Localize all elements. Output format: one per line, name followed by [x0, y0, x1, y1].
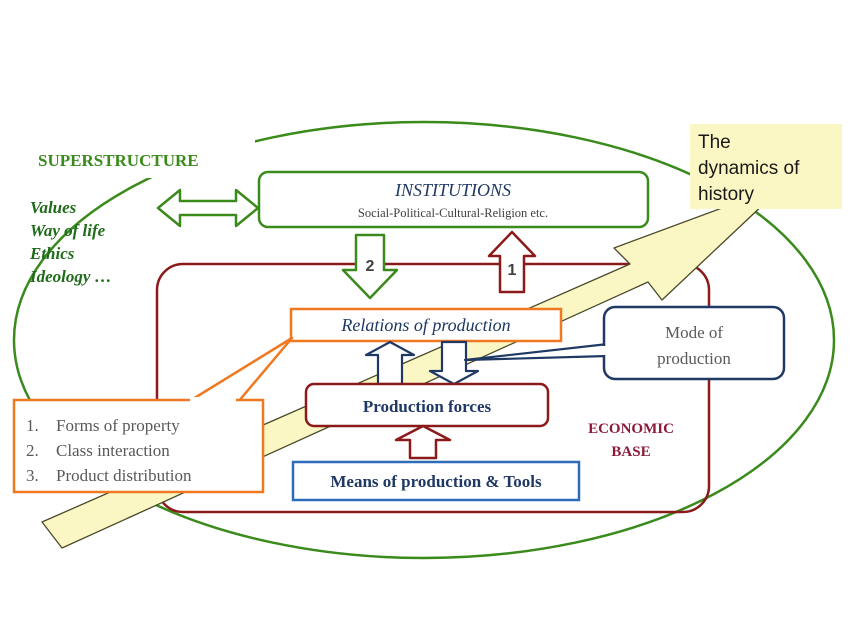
forces-box: [304, 382, 550, 428]
relations-callout-pointer: [186, 336, 294, 404]
dynamics-line: dynamics of: [698, 158, 800, 179]
means-box: [291, 460, 581, 502]
ellipse-gap: [40, 140, 255, 178]
mode-callout-cover: [602, 346, 608, 355]
relations-callout-cover: [190, 397, 236, 403]
forces-label: Production forces: [363, 397, 492, 416]
double-arrow-icon: [156, 188, 260, 228]
relations-box: [289, 307, 563, 343]
mode-box: [602, 305, 786, 381]
arrow-down-icon: [341, 233, 399, 300]
value-item: Values: [30, 198, 77, 217]
economic-base-line2: BASE: [611, 444, 650, 460]
dynamics-box: [690, 124, 842, 209]
list-item-number: 3.: [26, 466, 39, 485]
list-item-number: 1.: [26, 416, 39, 435]
value-item: Ethics: [29, 244, 75, 263]
arrow-down-label: 2: [366, 258, 375, 275]
arrow-up-icon: [487, 230, 537, 294]
superstructure-label: SUPERSTRUCTURE: [38, 151, 199, 170]
dynamics-label: The dynamics of history: [698, 132, 800, 205]
list-item-number: 2.: [26, 441, 39, 460]
institutions-subtitle: Social-Political-Cultural-Religion etc.: [358, 206, 548, 220]
relations-list-box: [12, 398, 265, 494]
economic-base-box: [155, 262, 711, 514]
institutions-box: [257, 170, 650, 229]
mode-label-line1: Mode of: [665, 323, 723, 342]
institutions-title: INSTITUTIONS: [394, 180, 511, 200]
means-label: Means of production & Tools: [330, 472, 542, 491]
dynamics-line: The: [698, 132, 731, 153]
arrow-up-red-icon: [394, 424, 452, 460]
value-item: Ideology …: [29, 267, 112, 286]
superstructure-ellipse: [12, 120, 836, 560]
economic-base-line1: ECONOMIC: [588, 421, 674, 437]
arrow-up-navy-icon: [364, 340, 416, 386]
arrow-down-navy-icon: [428, 340, 480, 386]
values-list: Values Way of life Ethics Ideology …: [29, 198, 112, 286]
mode-label-line2: production: [657, 349, 731, 368]
dynamics-line: history: [698, 184, 754, 205]
list-item-text: Forms of property: [56, 416, 180, 435]
value-item: Way of life: [30, 221, 106, 240]
list-item-text: Class interaction: [56, 441, 170, 460]
relations-list: 1. Forms of property 2. Class interactio…: [26, 416, 192, 485]
arrow-up-label: 1: [508, 262, 517, 279]
list-item-text: Product distribution: [56, 466, 192, 485]
relations-label: Relations of production: [340, 315, 510, 335]
